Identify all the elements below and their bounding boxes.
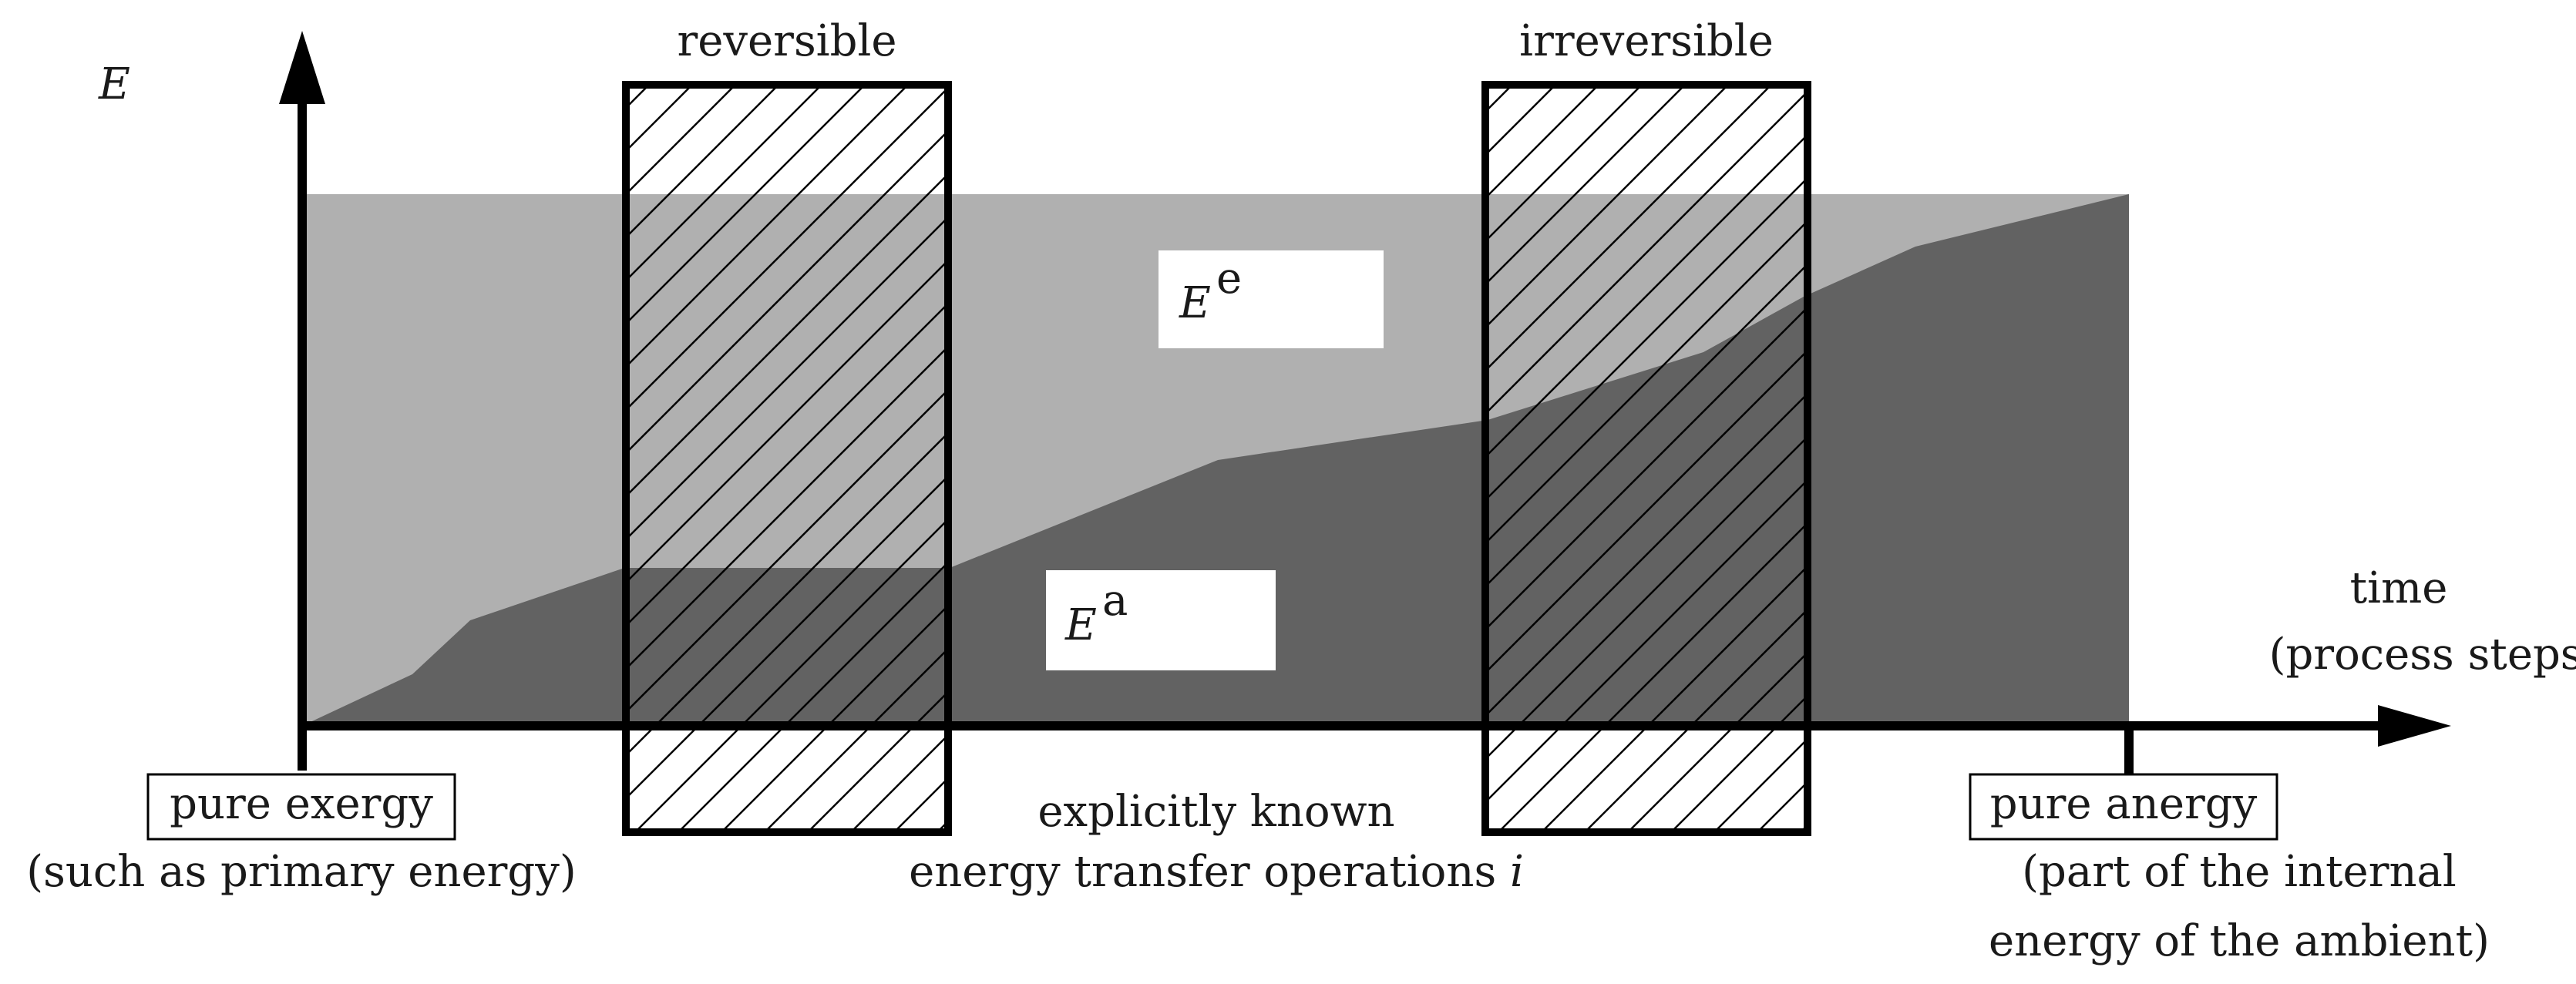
anergy-label-base: E bbox=[1064, 600, 1097, 650]
center-caption-text: energy transfer operations bbox=[909, 847, 1510, 897]
irreversible-title: irreversible bbox=[1519, 16, 1774, 66]
reversible-title: reversible bbox=[677, 16, 896, 66]
pure-anergy-note-line2: energy of the ambient) bbox=[1989, 916, 2490, 966]
pure-exergy-text: pure exergy bbox=[170, 779, 433, 829]
x-axis-arrowhead bbox=[2378, 705, 2451, 747]
exergy-label-sup: e bbox=[1216, 254, 1242, 304]
y-axis-label: E bbox=[98, 59, 130, 109]
operation-index-var: i bbox=[1510, 847, 1524, 897]
exergy-label-base: E bbox=[1179, 278, 1211, 328]
pure-exergy-box bbox=[146, 773, 456, 841]
x-axis-label-line2: (process steps) bbox=[2269, 630, 2576, 680]
anergy-label-sup: a bbox=[1102, 576, 1128, 626]
exergy-label-box bbox=[1159, 250, 1384, 348]
reversible-box bbox=[622, 81, 952, 836]
center-caption-line2: energy transfer operations i bbox=[909, 847, 1524, 897]
pure-exergy-note: (such as primary energy) bbox=[26, 847, 576, 897]
center-caption-line1: explicitly known bbox=[1037, 787, 1394, 837]
anergy-label-box bbox=[1046, 570, 1276, 670]
pure-anergy-text: pure anergy bbox=[1990, 779, 2258, 829]
irreversible-box bbox=[1481, 81, 1811, 836]
pure-anergy-box bbox=[1969, 773, 2278, 841]
x-axis-label-line1: time bbox=[2350, 563, 2448, 613]
y-axis-arrowhead bbox=[279, 31, 325, 104]
pure-anergy-note-line1: (part of the internal bbox=[2022, 847, 2457, 897]
